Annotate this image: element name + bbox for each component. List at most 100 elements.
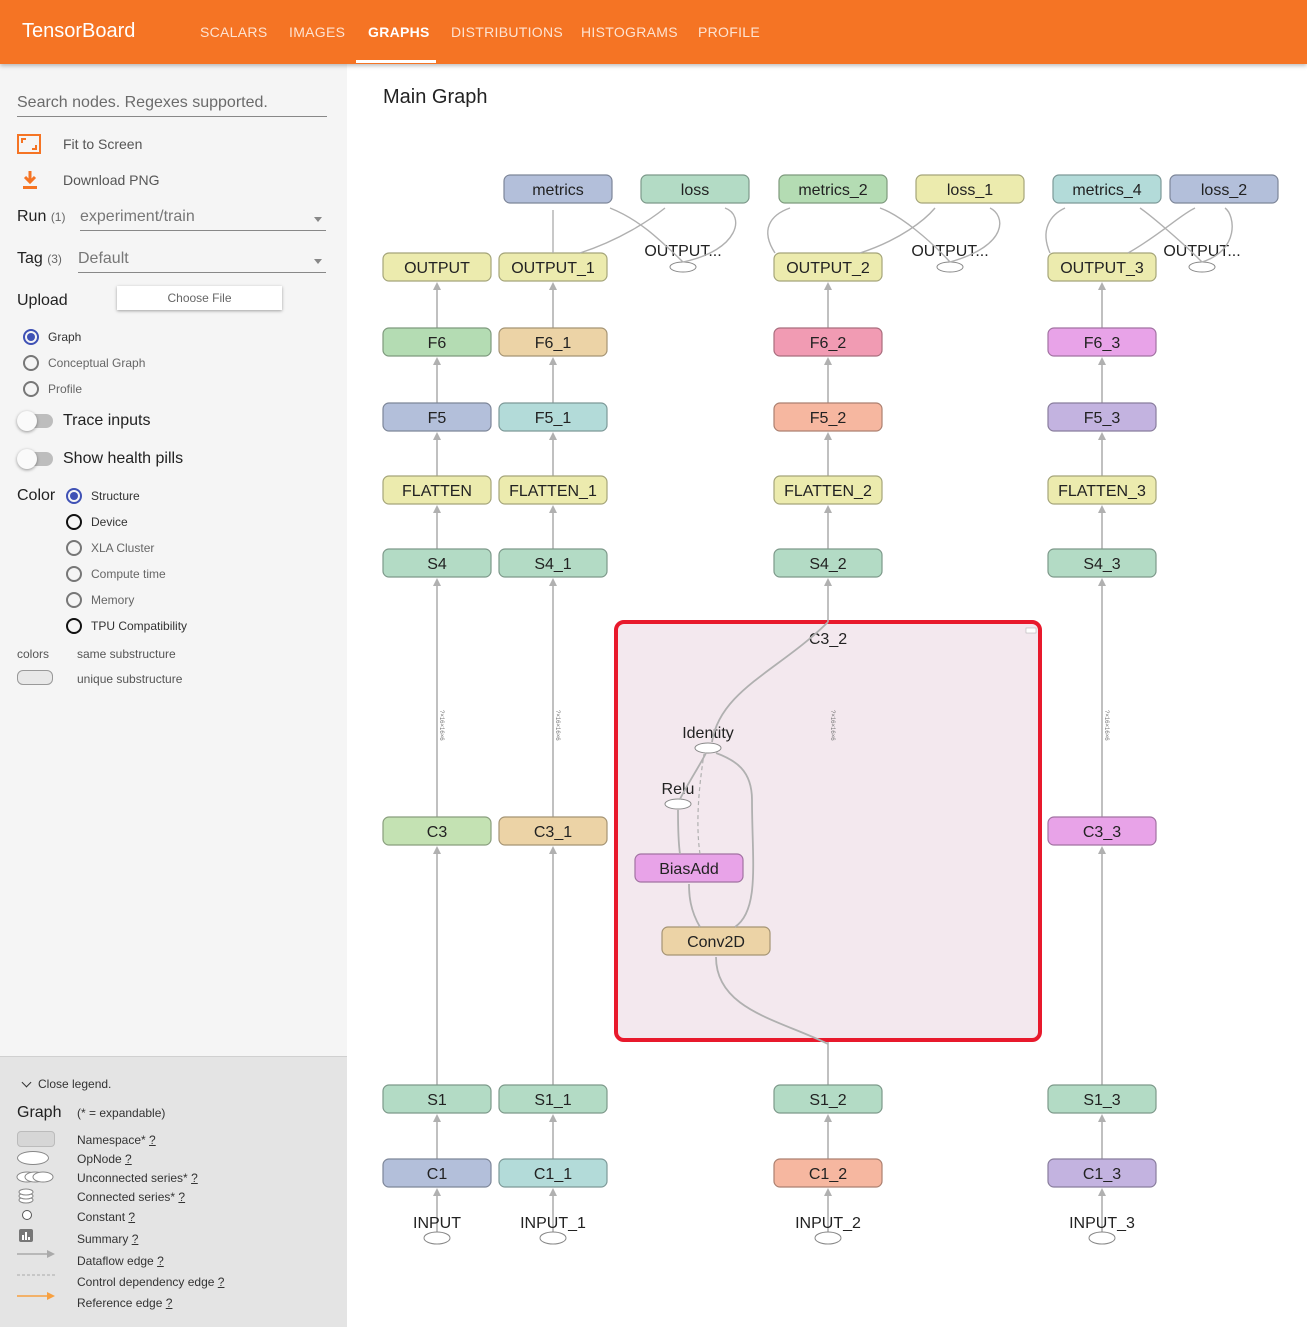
graph-node-c3[interactable] (382, 816, 492, 846)
edge-arrowhead (1098, 1188, 1106, 1196)
graph-node-loss-2[interactable] (1169, 174, 1279, 204)
graph-node-biasadd[interactable] (634, 853, 744, 883)
graph-node-c3-label: C3 (427, 824, 448, 841)
graph-node-f5-2[interactable] (773, 402, 883, 432)
graph-node-flatten[interactable] (382, 475, 492, 505)
run-dropdown[interactable]: experiment/train (80, 208, 326, 231)
legend-unconnected-series: Unconnected series* ? (77, 1171, 198, 1185)
color-label: Color (17, 487, 56, 504)
graph-node-flatten-2[interactable] (773, 475, 883, 505)
graph-node-s4-3-label: S4_3 (1083, 556, 1120, 573)
search-nodes-input[interactable]: Search nodes. Regexes supported. (17, 94, 327, 117)
graph-node-loss[interactable] (640, 174, 750, 204)
tab-distributions[interactable]: DISTRIBUTIONS (451, 24, 564, 40)
graph-node-f6-2[interactable] (773, 327, 883, 357)
color-structure-radio[interactable] (66, 488, 82, 504)
trace-inputs-toggle[interactable] (17, 411, 53, 431)
unconnected-series-icon (16, 1171, 54, 1183)
tag-label: Tag (3) (17, 250, 62, 267)
graph-node-output-3[interactable] (1047, 252, 1157, 282)
graph-node-c1-3[interactable] (1047, 1158, 1157, 1188)
color-device-radio[interactable] (66, 514, 82, 530)
tab-histograms[interactable]: HISTOGRAMS (581, 24, 678, 40)
collapse-namespace-button[interactable] (1025, 627, 1037, 634)
graph-node-f6-1[interactable] (498, 327, 608, 357)
graph-node-s4-1[interactable] (498, 548, 608, 578)
graph-node-s1-label: S1 (427, 1092, 447, 1109)
health-pills-toggle[interactable] (17, 449, 53, 469)
output-op-1[interactable] (936, 261, 964, 273)
edge-arrowhead (549, 846, 557, 854)
graph-node-s1-1[interactable] (498, 1084, 608, 1114)
input-op-1[interactable] (539, 1231, 567, 1245)
choose-file-button[interactable]: Choose File (117, 286, 282, 310)
color-compute-radio[interactable] (66, 566, 82, 582)
tab-graphs[interactable]: GRAPHS (368, 24, 430, 40)
output-op-2[interactable] (1188, 261, 1216, 273)
graph-node-c1-1[interactable] (498, 1158, 608, 1188)
graph-node-c3-1[interactable] (498, 816, 608, 846)
graph-node-c1-2[interactable] (773, 1158, 883, 1188)
tab-profile[interactable]: PROFILE (698, 24, 761, 40)
graph-node-f5-3[interactable] (1047, 402, 1157, 432)
graph-node-output-1-label: OUTPUT_1 (511, 260, 595, 277)
tag-dropdown[interactable]: Default (78, 250, 326, 273)
input-op-3[interactable] (1088, 1231, 1116, 1245)
edge-arrowhead (549, 578, 557, 586)
input-op-2[interactable] (814, 1231, 842, 1245)
graph-canvas[interactable]: ?×16×16×6?×16×16×6?×16×16×6?×16×16×6OUTP… (347, 64, 1307, 1326)
graph-node-metrics-label: metrics (532, 182, 584, 199)
run-label: Run (1) (17, 208, 66, 225)
output-op-0[interactable] (669, 261, 697, 273)
help-link[interactable]: ? (149, 1133, 156, 1147)
graph-node-s4-2[interactable] (773, 548, 883, 578)
edge-arrowhead (433, 578, 441, 586)
help-link[interactable]: ? (191, 1171, 198, 1185)
graph-node-s1-3[interactable] (1047, 1084, 1157, 1114)
edge-arrowhead (824, 505, 832, 513)
graph-node-f6-3[interactable] (1047, 327, 1157, 357)
graph-node-s1[interactable] (382, 1084, 492, 1114)
graph-node-output-2[interactable] (773, 252, 883, 282)
tab-scalars[interactable]: SCALARS (200, 24, 268, 40)
graph-node-c1[interactable] (382, 1158, 492, 1188)
graph-node-c3-3[interactable] (1047, 816, 1157, 846)
graph-node-metrics-2[interactable] (778, 174, 888, 204)
close-legend-button[interactable]: Close legend. (21, 1077, 111, 1091)
help-link[interactable]: ? (131, 1232, 139, 1246)
color-tpu-radio[interactable] (66, 618, 82, 634)
graph-node-flatten-3[interactable] (1047, 475, 1157, 505)
graph-node-identity[interactable] (694, 742, 722, 754)
graph-node-metrics-4[interactable] (1052, 174, 1162, 204)
graph-node-s1-2[interactable] (773, 1084, 883, 1114)
conceptual-graph-radio[interactable] (23, 355, 39, 371)
graph-node-conv2d[interactable] (661, 926, 771, 956)
edge-arrowhead (1098, 1114, 1106, 1122)
help-link[interactable]: ? (178, 1190, 186, 1204)
color-xla-radio[interactable] (66, 540, 82, 556)
expanded-namespace-c3-2[interactable] (614, 620, 1042, 1042)
help-link[interactable]: ? (165, 1296, 173, 1310)
graph-node-s4-3[interactable] (1047, 548, 1157, 578)
input-op-0[interactable] (423, 1231, 451, 1245)
input-op-label: INPUT (413, 1215, 461, 1232)
graph-node-s4[interactable] (382, 548, 492, 578)
help-link[interactable]: ? (157, 1254, 164, 1268)
graph-node-f5[interactable] (382, 402, 492, 432)
graph-node-relu[interactable] (664, 798, 692, 810)
graph-node-loss-1[interactable] (915, 174, 1025, 204)
graph-node-flatten-1[interactable] (498, 475, 608, 505)
graph-node-f5-1[interactable] (498, 402, 608, 432)
edge-arrowhead (549, 1188, 557, 1196)
profile-radio[interactable] (23, 381, 39, 397)
graph-node-metrics[interactable] (503, 174, 613, 204)
graph-node-f6[interactable] (382, 327, 492, 357)
tab-images[interactable]: IMAGES (289, 24, 346, 40)
help-link[interactable]: ? (128, 1210, 136, 1224)
help-link[interactable]: ? (217, 1275, 225, 1289)
help-link[interactable]: ? (125, 1152, 132, 1166)
color-memory-radio[interactable] (66, 592, 82, 608)
graph-radio[interactable] (23, 329, 39, 345)
graph-node-output[interactable] (382, 252, 492, 282)
graph-node-c3-3-label: C3_3 (1083, 824, 1121, 841)
